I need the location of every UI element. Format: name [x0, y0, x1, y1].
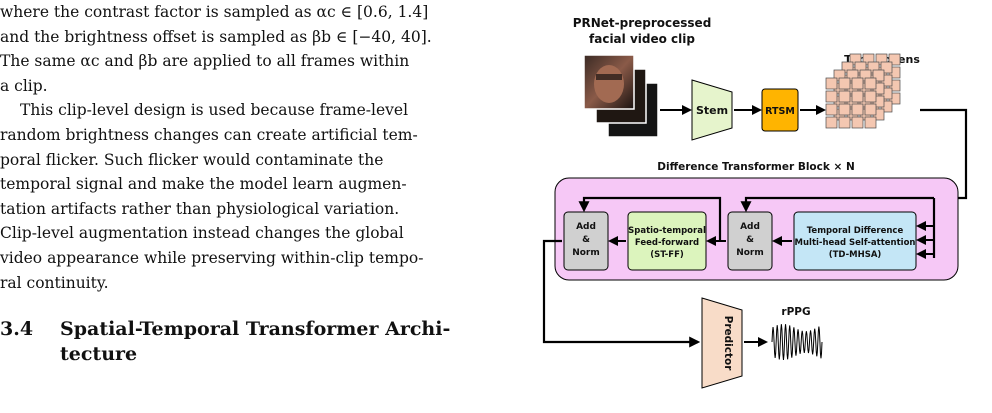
text-line: and the brightness offset is sampled as … — [0, 27, 432, 46]
text-line: This clip-level design is used because f… — [20, 101, 409, 120]
td-mhsa-line1: Temporal Difference — [807, 226, 904, 236]
text-line: poral flicker. Such flicker would contam… — [0, 150, 384, 169]
tube-token — [838, 103, 851, 116]
tube-token — [825, 116, 838, 129]
add-norm-right-line1: Add — [740, 222, 760, 232]
tube-token — [864, 90, 877, 103]
residual-arrow-left — [578, 196, 722, 241]
tube-token — [838, 77, 851, 90]
text-line: tation artifacts rather than physiologic… — [0, 199, 400, 218]
st-ff-line3: (ST-FF) — [650, 250, 684, 260]
tube-token — [864, 103, 877, 116]
text-line: The same αc and βb are applied to all fr… — [0, 52, 410, 71]
residual-arrow-right — [740, 196, 934, 213]
tube-token — [851, 77, 864, 90]
tube-token — [864, 77, 877, 90]
section-heading: 3.4 Spatial-Temporal Transformer Archi- … — [0, 317, 500, 367]
text-line: ral continuity. — [0, 273, 109, 292]
tube-tokens-cube — [825, 53, 901, 129]
add-norm-right-line3: Norm — [736, 248, 764, 258]
tube-token — [851, 116, 864, 129]
rtsm-block — [761, 88, 799, 132]
architecture-figure: PRNet-preprocessed facial video clip Ste… — [520, 0, 992, 413]
body-text-column: where the contrast factor is sampled as … — [0, 0, 500, 367]
tube-token — [825, 90, 838, 103]
stem-block — [691, 79, 733, 141]
section-gap — [0, 295, 500, 317]
architecture-diagram: PRNet-preprocessed facial video clip Ste… — [542, 16, 968, 389]
rppg-label: rPPG — [781, 306, 810, 318]
paragraph-augmentation-params: where the contrast factor is sampled as … — [0, 0, 500, 98]
add-norm-left-line2: & — [582, 235, 590, 245]
tube-token — [864, 116, 877, 129]
tube-token — [825, 103, 838, 116]
text-line: Clip-level augmentation instead changes … — [0, 224, 404, 243]
add-norm-left-line1: Add — [576, 222, 596, 232]
add-norm-left-line3: Norm — [572, 248, 600, 258]
tube-token — [825, 77, 838, 90]
add-norm-right-line2: & — [746, 235, 754, 245]
section-number: 3.4 — [0, 318, 34, 341]
video-clip-frames — [583, 54, 659, 138]
tube-token — [851, 90, 864, 103]
text-line: temporal signal and make the model learn… — [0, 175, 407, 194]
arrow-block-to-predictor — [542, 239, 701, 348]
face-image — [594, 65, 624, 103]
block-title: Difference Transformer Block × N — [657, 161, 855, 173]
rtsm-label: RTSM — [765, 106, 795, 117]
td-mhsa-line3: (TD-MHSA) — [829, 250, 882, 260]
predictor-block — [701, 297, 743, 389]
text-line: a clip. — [0, 76, 48, 95]
st-ff-line1: Spatio-temporal — [628, 226, 706, 236]
paragraph-clip-level-design: This clip-level design is used because f… — [0, 98, 500, 295]
input-label-line1: PRNet-preprocessed — [573, 16, 712, 30]
tube-token — [888, 53, 901, 66]
tube-token — [838, 116, 851, 129]
predictor-label: Predictor — [722, 316, 734, 372]
stem-label: Stem — [696, 104, 728, 117]
td-mhsa-line2: Multi-head Self-attention — [795, 238, 916, 248]
rppg-waveform — [771, 324, 823, 361]
tube-token — [851, 103, 864, 116]
input-label-line2: facial video clip — [589, 32, 695, 46]
text-line: video appearance while preserving within… — [0, 248, 424, 267]
tube-token — [880, 61, 893, 74]
st-ff-line2: Feed-forward — [635, 238, 699, 248]
section-title: Spatial-Temporal Transformer Archi- tect… — [60, 318, 451, 366]
add-norm-block-left — [563, 211, 609, 271]
text-line: random brightness changes can create art… — [0, 125, 418, 144]
text-line: where the contrast factor is sampled as … — [0, 3, 429, 21]
add-norm-block-right — [727, 211, 773, 271]
st-ff-block — [627, 211, 707, 271]
tube-token — [838, 90, 851, 103]
tube-token — [872, 69, 885, 82]
